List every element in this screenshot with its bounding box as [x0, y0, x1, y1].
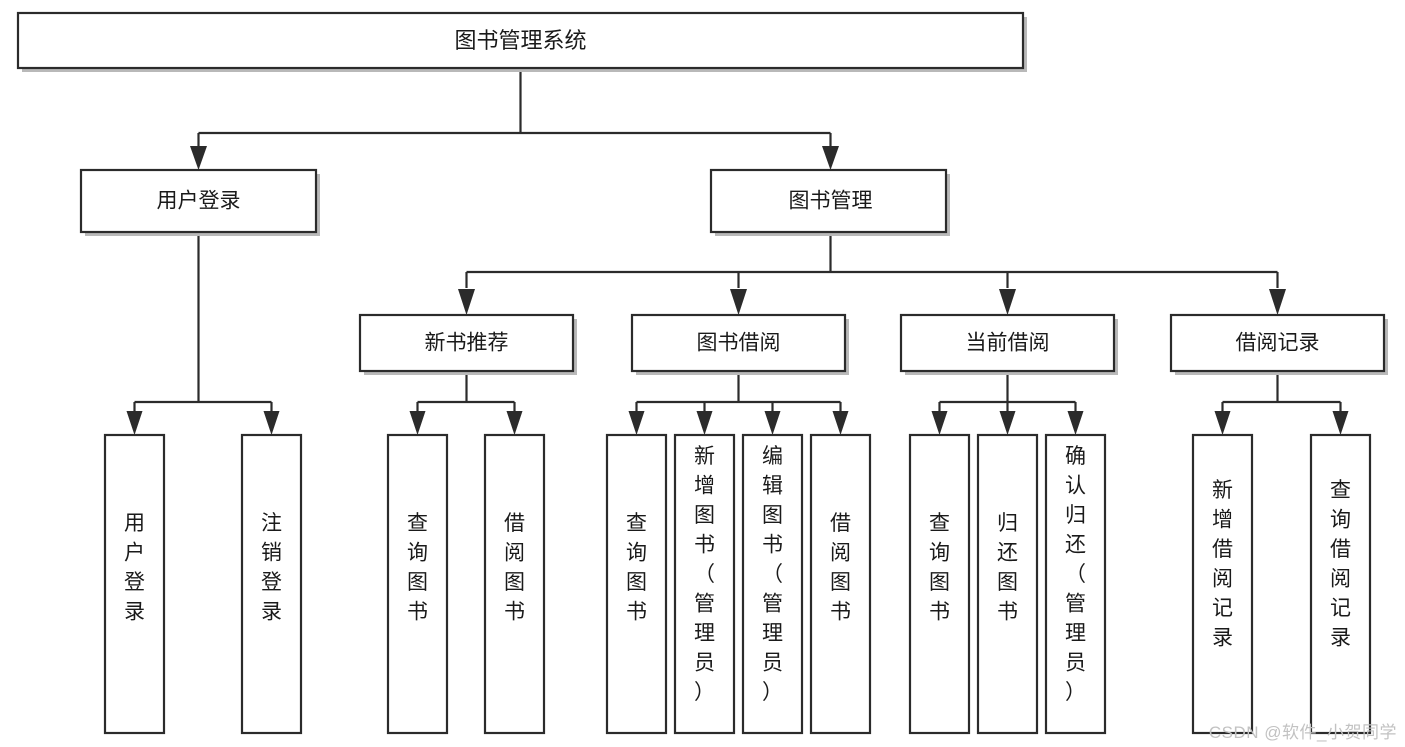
arrow-head-leaf-logout [263, 411, 280, 435]
connector-layer [126, 68, 1349, 435]
node-rect [103, 433, 166, 735]
node-label-current-borrow: 当前借阅 [966, 332, 1050, 355]
leaf-label-borrow-book-rec: 借阅图书 [504, 512, 525, 624]
node-book-borrow[interactable]: 图书借阅 [630, 313, 849, 375]
node-rect [908, 433, 971, 735]
node-label-user-login: 用户登录 [157, 190, 241, 213]
leaf-label-logout: 注销登录 [261, 512, 282, 624]
arrow-head-leaf-add-book [696, 411, 713, 435]
node-rect [976, 433, 1039, 735]
node-borrow-record[interactable]: 借阅记录 [1169, 313, 1388, 375]
arrow-head-leaf-query-book-1 [409, 411, 426, 435]
arrow-head-leaf-return-book [999, 411, 1016, 435]
leaf-label-add-book-admin: 新增图书（管理员） [694, 445, 715, 704]
node-rect [741, 433, 804, 735]
leaf-add-borrow-record[interactable]: 新增借阅记录 [1191, 433, 1254, 735]
leaf-edit-book-admin[interactable]: 编辑图书（管理员） [741, 433, 804, 735]
arrow-head-leaf-edit-book [764, 411, 781, 435]
leaf-label-user-login: 用户登录 [124, 512, 145, 624]
node-rect [16, 11, 1025, 70]
arrow-head-leaf-query-record [1332, 411, 1349, 435]
node-rect [240, 433, 303, 735]
leaf-user-login[interactable]: 用户登录 [103, 433, 166, 735]
leaf-label-edit-book-admin: 编辑图书（管理员） [762, 445, 783, 704]
leaf-borrow-book-borrow[interactable]: 借阅图书 [809, 433, 872, 735]
node-rect [1191, 433, 1254, 735]
leaf-query-borrow-record[interactable]: 查询借阅记录 [1309, 433, 1372, 735]
arrow-head-leaf-confirm-return [1067, 411, 1084, 435]
arrow-head-book-mgmt [822, 146, 839, 170]
leaf-label-return-book: 归还图书 [997, 512, 1018, 624]
arrow-head-leaf-query-book-2 [628, 411, 645, 435]
arrow-head-book-borrow [730, 289, 747, 315]
leaf-borrow-book-rec[interactable]: 借阅图书 [483, 433, 546, 735]
node-rect [483, 433, 546, 735]
node-rect [605, 433, 668, 735]
leaf-query-book-borrow[interactable]: 查询图书 [605, 433, 668, 735]
node-rect [79, 168, 318, 234]
leaf-confirm-return-admin[interactable]: 确认归还（管理员） [1044, 433, 1107, 735]
node-label-new-book-recommend: 新书推荐 [425, 332, 509, 355]
arrow-head-leaf-borrow-book-2 [832, 411, 849, 435]
node-rect [1169, 313, 1386, 373]
node-rect [1309, 433, 1372, 735]
leaf-label-query-book-rec: 查询图书 [407, 512, 428, 624]
arrow-head-leaf-add-record [1214, 411, 1231, 435]
arrow-head-leaf-user-login [126, 411, 143, 435]
leaf-query-book-current[interactable]: 查询图书 [908, 433, 971, 735]
arrow-head-new-book-rec [458, 289, 475, 315]
node-current-borrow[interactable]: 当前借阅 [899, 313, 1118, 375]
node-new-book-recommend[interactable]: 新书推荐 [358, 313, 577, 375]
node-rect [358, 313, 575, 373]
node-label-book-management: 图书管理 [789, 190, 873, 213]
arrow-head-leaf-borrow-book-1 [506, 411, 523, 435]
node-rect [386, 433, 449, 735]
node-rect [899, 313, 1116, 373]
node-label-book-borrow: 图书借阅 [697, 332, 781, 355]
leaf-query-book-rec[interactable]: 查询图书 [386, 433, 449, 735]
node-user-login[interactable]: 用户登录 [79, 168, 320, 236]
leaf-label-borrow-book-borrow: 借阅图书 [830, 512, 851, 624]
leaf-label-query-book-borrow: 查询图书 [626, 512, 647, 624]
node-rect [630, 313, 847, 373]
leaf-label-query-borrow-record: 查询借阅记录 [1330, 479, 1351, 650]
leaf-logout[interactable]: 注销登录 [240, 433, 303, 735]
arrow-head-current-borrow [999, 289, 1016, 315]
leaf-add-book-admin[interactable]: 新增图书（管理员） [673, 433, 736, 735]
arrow-head-leaf-query-book-3 [931, 411, 948, 435]
leaf-return-book[interactable]: 归还图书 [976, 433, 1039, 735]
node-label-root-system: 图书管理系统 [454, 28, 586, 53]
node-book-management[interactable]: 图书管理 [709, 168, 950, 236]
node-label-borrow-record: 借阅记录 [1236, 332, 1320, 355]
leaf-label-add-borrow-record: 新增借阅记录 [1212, 479, 1233, 650]
arrow-head-user-login [190, 146, 207, 170]
node-rect [1044, 433, 1107, 735]
node-rect [809, 433, 872, 735]
node-root-system[interactable]: 图书管理系统 [16, 11, 1027, 72]
csdn-watermark: CSDN @软件_小贺同学 [1208, 723, 1397, 742]
node-rect [673, 433, 736, 735]
leaf-label-confirm-return-admin: 确认归还（管理员） [1065, 445, 1086, 704]
leaf-label-query-book-current: 查询图书 [929, 512, 950, 624]
arrow-head-borrow-record [1269, 289, 1286, 315]
node-rect [709, 168, 948, 234]
